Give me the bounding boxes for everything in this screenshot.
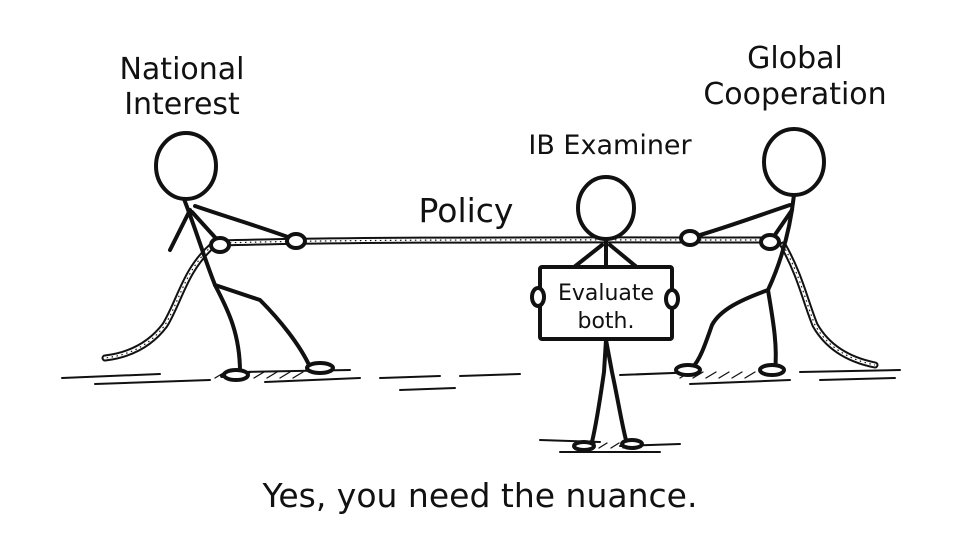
caption: Yes, you need the nuance.: [262, 476, 698, 515]
sign-line-1: Evaluate: [558, 281, 654, 306]
label-national: National: [119, 52, 244, 87]
label-global: Global: [747, 41, 843, 76]
ib-examiner-figure: [530, 175, 680, 452]
policy-rope: [101, 236, 879, 369]
label-interest: Interest: [124, 87, 240, 122]
examiner-head: [576, 175, 636, 241]
sign-line-2: both.: [578, 309, 635, 334]
right-figure-head: [762, 127, 826, 197]
label-ib-examiner: IB Examiner: [528, 130, 692, 161]
ground-lines: [61, 369, 901, 453]
national-interest-figure: [154, 131, 335, 382]
global-cooperation-figure: [674, 127, 826, 377]
left-figure-head: [154, 131, 218, 201]
label-cooperation: Cooperation: [703, 77, 886, 112]
label-policy: Policy: [419, 191, 514, 230]
